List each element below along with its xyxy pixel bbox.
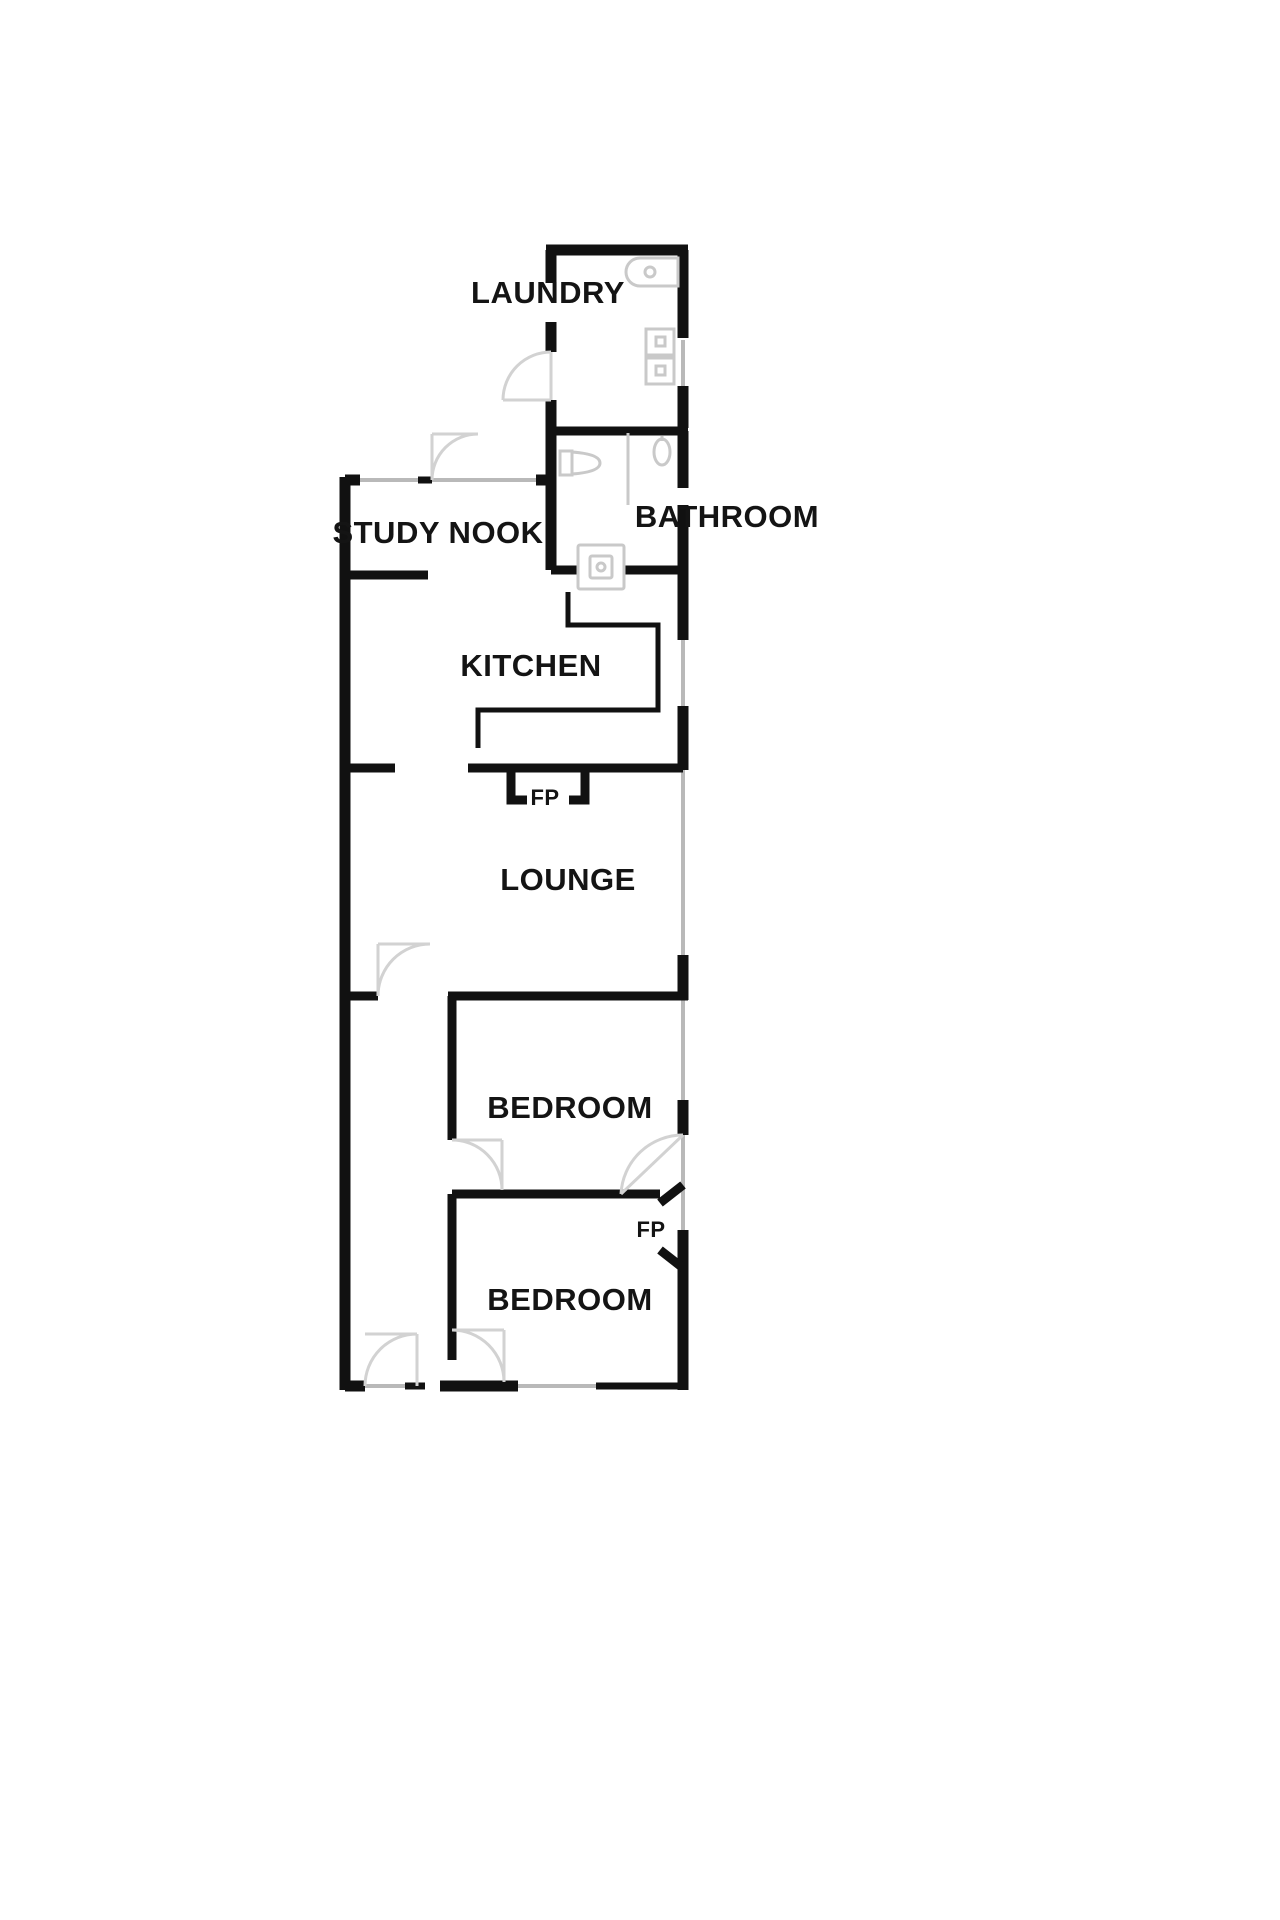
lounge-fireplace <box>506 770 590 805</box>
room-label-kitchen: KITCHEN <box>460 648 601 683</box>
bedroom-1-door[interactable] <box>451 1138 504 1191</box>
kitchen-bench-counter <box>475 592 661 748</box>
lounge-bedroom-divider <box>345 991 688 1140</box>
lounge-door[interactable] <box>376 942 431 997</box>
bedroom-1-east-door[interactable] <box>619 1133 685 1196</box>
room-label-lounge: LOUNGE <box>500 862 636 897</box>
fp-label-lounge: FP <box>530 785 559 810</box>
dryer-fixture <box>644 356 676 386</box>
entry-door[interactable] <box>363 1332 419 1387</box>
laundry-tub-fixture <box>624 256 680 288</box>
room-label-bedroom-1: BEDROOM <box>487 1090 652 1125</box>
room-label-bedroom-2: BEDROOM <box>487 1282 652 1317</box>
building-outer-walls <box>339 474 689 1392</box>
bedroom-2-door[interactable] <box>451 1328 506 1383</box>
cooktop-fixture <box>576 543 626 591</box>
bedroom-divider <box>447 1189 632 1360</box>
room-label-study-nook: STUDY NOOK <box>332 515 543 550</box>
laundry-door[interactable] <box>501 350 553 402</box>
fp-label-bedroom: FP <box>636 1217 665 1242</box>
room-label-bathroom: BATHROOM <box>635 499 819 534</box>
toilet-fixture <box>558 449 602 477</box>
washing-machine-fixture <box>644 327 676 357</box>
laundry-walls <box>545 244 689 436</box>
study-nook-door[interactable] <box>430 432 479 481</box>
fireplace-labels: FP FP <box>530 785 665 1242</box>
room-labels: LAUNDRY BATHROOM STUDY NOOK KITCHEN LOUN… <box>332 275 819 1317</box>
basin-fixture <box>652 436 672 467</box>
room-label-laundry: LAUNDRY <box>471 275 625 310</box>
bedroom-fireplace <box>632 1181 686 1272</box>
